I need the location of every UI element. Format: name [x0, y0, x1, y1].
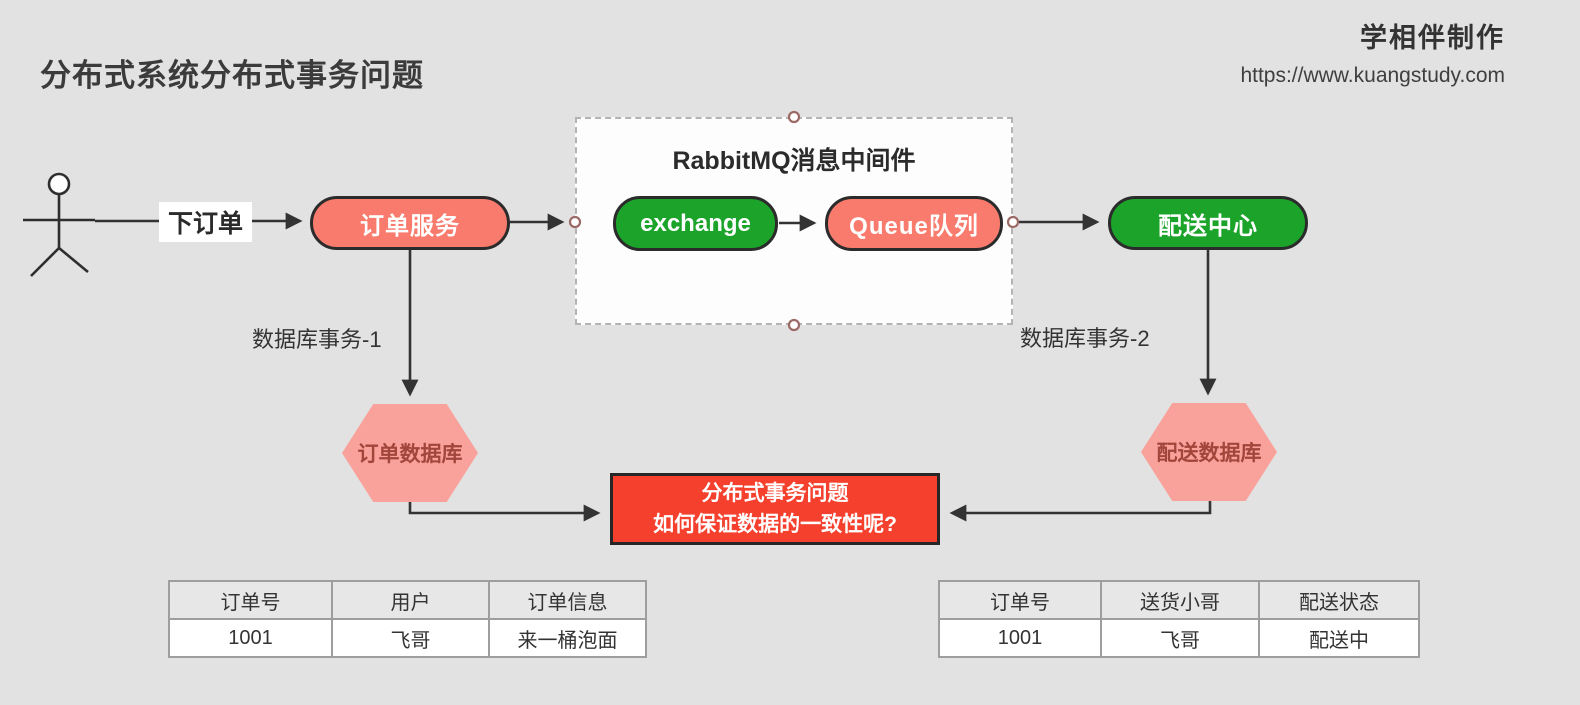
order-table-cell: 1001 — [168, 618, 333, 658]
delivery-table-cell: 配送中 — [1258, 618, 1420, 658]
problem-line1: 分布式事务问题 — [701, 481, 849, 505]
order-table-header-row: 订单号 用户 订单信息 — [168, 580, 647, 620]
order-table-header: 用户 — [331, 580, 490, 620]
node-delivery-database-label: 配送数据库 — [1156, 442, 1262, 465]
order-table-header: 订单号 — [168, 580, 333, 620]
node-exchange-label: exchange — [640, 209, 751, 237]
delivery-table-header: 送货小哥 — [1100, 580, 1260, 620]
delivery-table-header: 配送状态 — [1258, 580, 1420, 620]
rabbitmq-title: RabbitMQ消息中间件 — [672, 147, 916, 175]
order-table-row: 1001 飞哥 来一桶泡面 — [168, 618, 647, 658]
delivery-table-header: 订单号 — [938, 580, 1102, 620]
node-order-database-label: 订单数据库 — [357, 443, 463, 466]
node-problem[interactable]: 分布式事务问题 如何保证数据的一致性呢? — [610, 473, 940, 545]
connection-point-top[interactable] — [787, 110, 801, 124]
node-queue-label: Queue队列 — [849, 213, 979, 240]
person-icon — [23, 172, 95, 277]
brand-url: https://www.kuangstudy.com — [1240, 64, 1505, 87]
delivery-table-cell: 飞哥 — [1100, 618, 1260, 658]
delivery-table-cell: 1001 — [938, 618, 1102, 658]
edge-label-place-order: 下订单 — [159, 202, 253, 242]
connection-point-left[interactable] — [568, 215, 582, 229]
node-delivery-center-label: 配送中心 — [1158, 212, 1258, 240]
node-delivery-center[interactable]: 配送中心 — [1108, 196, 1308, 250]
connection-point-right[interactable] — [1006, 215, 1020, 229]
node-delivery-database[interactable]: 配送数据库 — [1141, 403, 1277, 501]
delivery-table-row: 1001 飞哥 配送中 — [938, 618, 1420, 658]
connection-point-bottom[interactable] — [787, 318, 801, 332]
order-table[interactable]: 订单号 用户 订单信息 1001 飞哥 来一桶泡面 — [168, 580, 647, 658]
page-title: 分布式系统分布式事务问题 — [40, 58, 424, 93]
order-table-cell: 来一桶泡面 — [488, 618, 647, 658]
watermark: 学相伴制作 https://www.kuangstudy.com — [1240, 16, 1505, 88]
problem-line2: 如何保证数据的一致性呢? — [653, 513, 897, 536]
edge-orderdb-to-problem — [408, 502, 601, 522]
brand-name: 学相伴制作 — [1360, 23, 1505, 53]
label-db-transaction-2: 数据库事务-2 — [1020, 326, 1150, 351]
delivery-table[interactable]: 订单号 送货小哥 配送状态 1001 飞哥 配送中 — [938, 580, 1420, 658]
node-order-database[interactable]: 订单数据库 — [342, 404, 478, 502]
label-db-transaction-1: 数据库事务-1 — [252, 327, 382, 352]
node-queue[interactable]: Queue队列 — [825, 196, 1003, 251]
delivery-table-header-row: 订单号 送货小哥 配送状态 — [938, 580, 1420, 620]
node-order-service[interactable]: 订单服务 — [310, 196, 510, 250]
order-table-cell: 飞哥 — [331, 618, 490, 658]
node-order-service-label: 订单服务 — [360, 212, 460, 240]
order-table-header: 订单信息 — [488, 580, 647, 620]
node-exchange[interactable]: exchange — [613, 196, 778, 251]
edge-deliverydb-to-problem — [949, 501, 1212, 522]
